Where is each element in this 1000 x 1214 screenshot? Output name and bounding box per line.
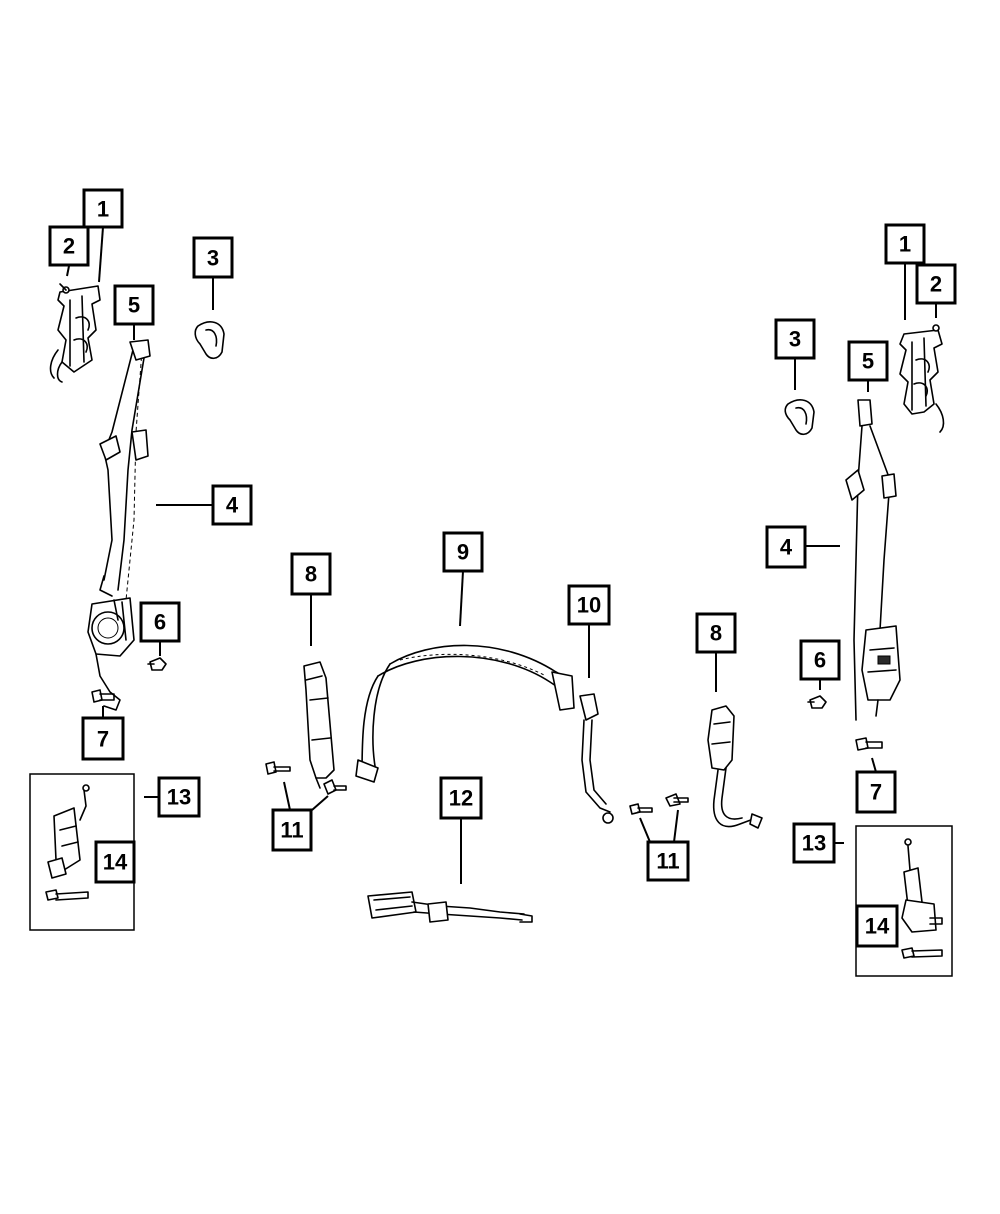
- callout-14-right: 14: [855, 904, 899, 948]
- svg-text:5: 5: [128, 293, 140, 318]
- svg-text:10: 10: [577, 593, 601, 618]
- inset-13-right: [855, 825, 953, 977]
- callout-14-left: 14: [94, 840, 136, 884]
- callout-2-right: 2: [915, 263, 957, 305]
- bolt-6-left: [147, 657, 167, 671]
- buckle-right: [707, 705, 763, 829]
- svg-text:4: 4: [780, 535, 793, 560]
- svg-text:8: 8: [305, 562, 317, 587]
- svg-text:11: 11: [280, 818, 303, 843]
- svg-text:2: 2: [63, 234, 75, 259]
- callout-2-left: 2: [48, 225, 90, 267]
- callout-13-left: 13: [157, 776, 201, 818]
- svg-text:3: 3: [789, 327, 801, 352]
- svg-text:6: 6: [814, 648, 826, 673]
- callout-5-left: 5: [113, 284, 155, 326]
- callout-7-right: 7: [855, 770, 897, 814]
- svg-text:13: 13: [167, 785, 191, 810]
- buckle-left: [303, 661, 335, 789]
- svg-text:13: 13: [802, 831, 826, 856]
- bolts-11-right: [629, 793, 689, 815]
- lap-belt-12: [367, 891, 533, 923]
- callout-4-right: 4: [765, 525, 807, 569]
- callout-4-left: 4: [211, 484, 253, 526]
- svg-text:8: 8: [710, 621, 722, 646]
- rear-belt-9: [355, 644, 575, 783]
- svg-text:7: 7: [870, 780, 882, 805]
- svg-text:14: 14: [103, 850, 128, 875]
- callout-1-right: 1: [884, 223, 926, 265]
- callout-8-left: 8: [290, 552, 332, 596]
- retractor-left: [87, 597, 135, 711]
- retractor-right: [861, 625, 901, 717]
- svg-text:14: 14: [865, 914, 890, 939]
- bolt-7-left: [91, 689, 115, 703]
- callout-13-right: 13: [792, 822, 836, 864]
- callout-6-left: 6: [139, 601, 181, 643]
- svg-text:2: 2: [930, 272, 942, 297]
- svg-text:12: 12: [449, 786, 473, 811]
- callout-12: 12: [439, 776, 483, 820]
- d-ring-cover-right: [784, 399, 815, 436]
- bolt-6-right: [807, 695, 827, 709]
- svg-text:7: 7: [97, 727, 109, 752]
- svg-text:6: 6: [154, 610, 166, 635]
- callout-8-right: 8: [695, 612, 737, 654]
- svg-text:9: 9: [457, 540, 469, 565]
- callout-11-right: 11: [646, 840, 690, 882]
- callout-9: 9: [442, 531, 484, 573]
- callout-3-left: 3: [192, 236, 234, 279]
- callout-3-right: 3: [774, 318, 816, 360]
- bolt-7-right: [855, 737, 883, 751]
- callout-10: 10: [567, 584, 611, 626]
- leader-lines: [66, 226, 937, 884]
- d-ring-cover-left: [194, 321, 225, 360]
- svg-text:5: 5: [862, 349, 874, 374]
- inset-13-left: [29, 773, 135, 931]
- height-adjuster-right: [899, 324, 945, 433]
- svg-text:4: 4: [226, 493, 239, 518]
- callout-1-left: 1: [82, 188, 124, 229]
- buckle-10: [579, 693, 614, 824]
- height-adjuster-left: [49, 283, 101, 383]
- svg-text:11: 11: [656, 849, 679, 874]
- svg-text:3: 3: [207, 246, 219, 271]
- bolts-11-left: [265, 761, 347, 795]
- callout-5-right: 5: [847, 340, 889, 382]
- callout-11-left: 11: [271, 808, 313, 852]
- shoulder-belt-right: [845, 399, 897, 721]
- callout-6-right: 6: [799, 639, 841, 681]
- svg-text:1: 1: [899, 232, 911, 257]
- svg-text:1: 1: [97, 197, 109, 222]
- shoulder-belt-left: [99, 339, 151, 601]
- callout-7-left: 7: [81, 716, 125, 761]
